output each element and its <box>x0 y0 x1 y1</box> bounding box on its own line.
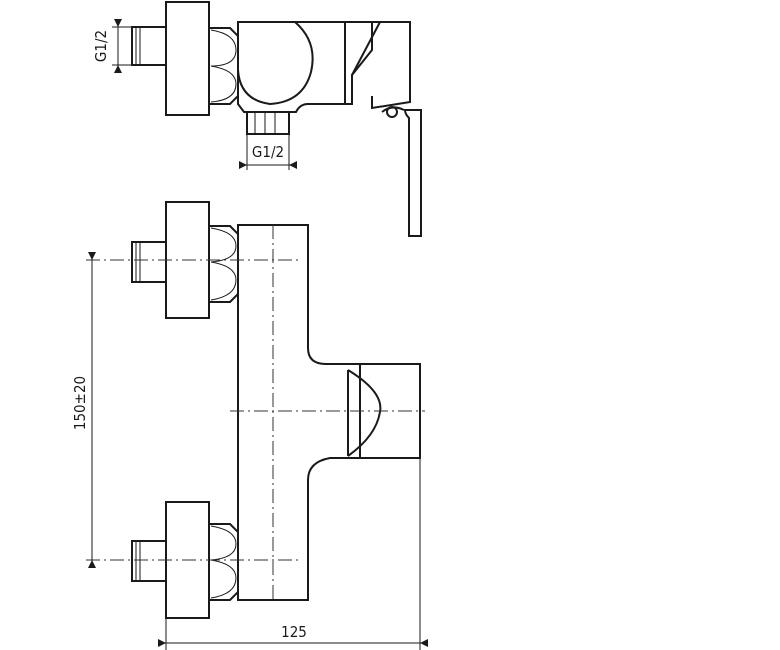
front-view: 150±20 125 <box>71 201 428 650</box>
outlet-thread-label: G1/2 <box>252 143 284 161</box>
side-lever-handle <box>351 21 422 237</box>
front-mixer-body <box>237 224 421 601</box>
side-outlet-stub <box>246 111 290 135</box>
dim-outlet-thread: G1/2 <box>239 134 297 170</box>
side-wall-flange <box>165 1 210 116</box>
top-inlet-thread-label: G1/2 <box>92 30 110 62</box>
dim-centre-distance: 150±20 <box>71 252 96 568</box>
lower-pipe-stub <box>131 540 167 582</box>
upper-nut <box>208 225 239 303</box>
dim-top-inlet-thread: G1/2 <box>92 19 132 73</box>
upper-pipe-stub <box>131 241 167 283</box>
side-mixer-body <box>237 21 373 113</box>
centre-distance-label: 150±20 <box>71 376 89 430</box>
side-view: G1/2 G1/2 <box>92 1 422 237</box>
overall-depth-label: 125 <box>281 623 307 641</box>
dim-overall-depth: 125 <box>158 458 428 650</box>
lower-nut <box>208 523 239 601</box>
side-inlet-pipe <box>131 26 167 66</box>
side-connection-nut <box>208 27 239 105</box>
